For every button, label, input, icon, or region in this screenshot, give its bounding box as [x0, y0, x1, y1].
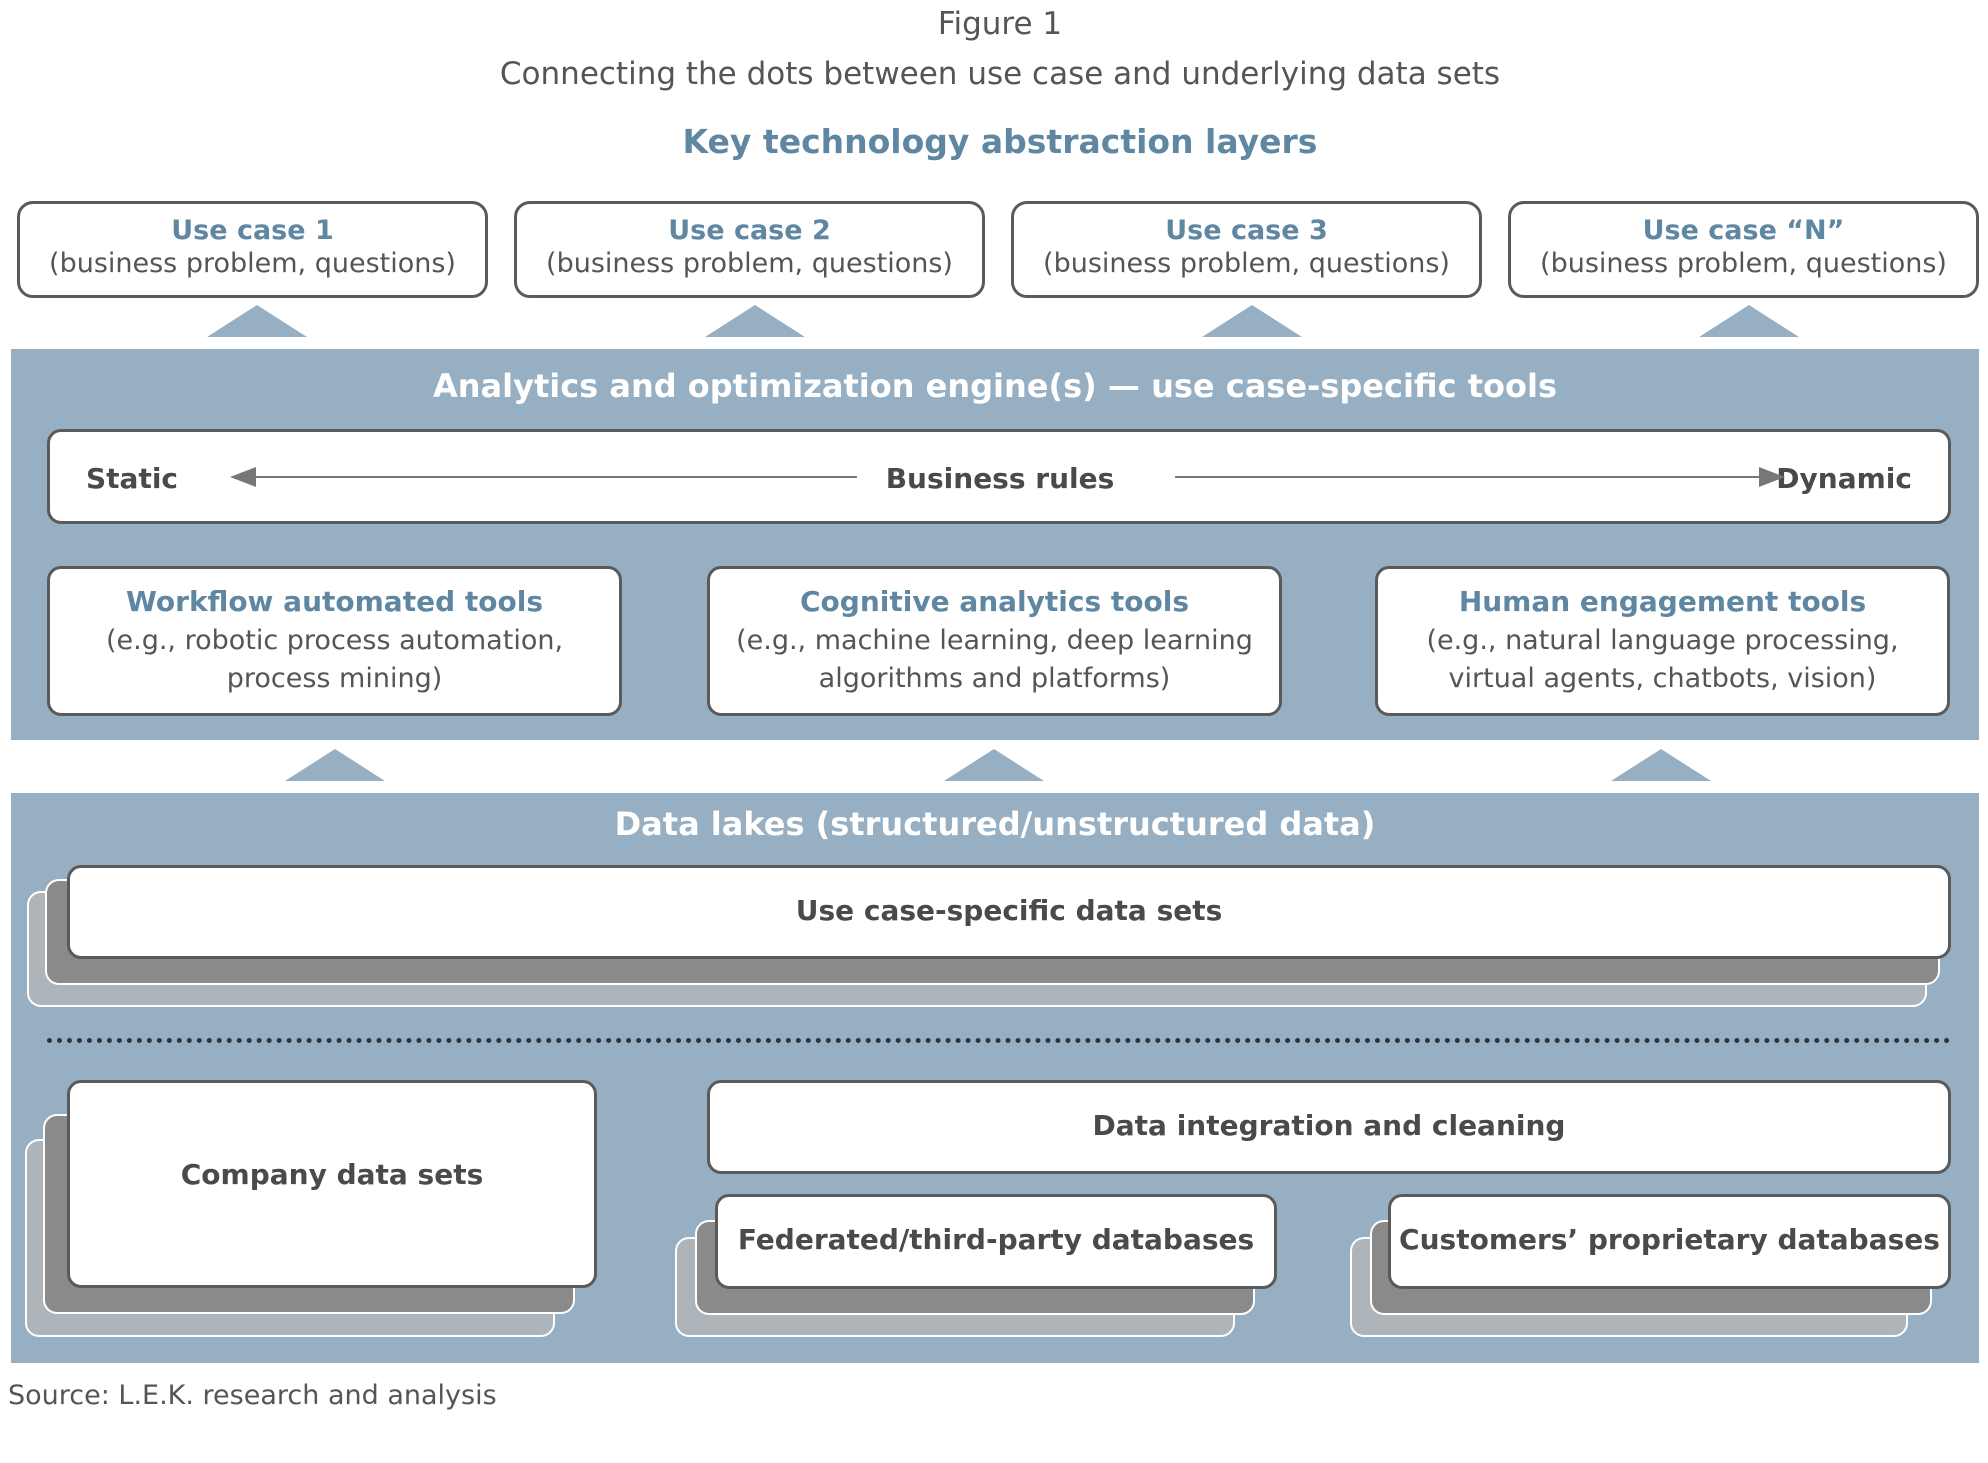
double-arrow-icon [230, 467, 1785, 487]
dotted-divider [47, 1038, 1951, 1043]
data-integration-box: Data integration and cleaning [707, 1080, 1951, 1174]
up-arrow-icon [944, 749, 1044, 781]
use-case-data-sets-box: Use case-specific data sets [67, 865, 1951, 959]
use-case-title: Use case 2 [668, 215, 831, 246]
source-note: Source: L.E.K. research and analysis [8, 1380, 497, 1411]
data-lakes-title: Data lakes (structured/unstructured data… [614, 805, 1376, 843]
tool-desc-line: process mining) [226, 663, 443, 694]
tool-desc-line: (e.g., machine learning, deep learning [736, 625, 1253, 656]
up-arrow-icon [1699, 305, 1799, 337]
dynamic-label: Dynamic [1776, 462, 1912, 495]
tool-title: Cognitive analytics tools [799, 585, 1190, 618]
data-integration-label: Data integration and cleaning [1092, 1109, 1566, 1142]
tool-title: Human engagement tools [1458, 585, 1867, 618]
use-case-desc: (business problem, questions) [49, 248, 456, 279]
use-case-title: Use case 3 [1165, 215, 1328, 246]
federated-databases-label: Federated/third-party databases [737, 1223, 1255, 1256]
tool-desc-line: virtual agents, chatbots, vision) [1448, 663, 1877, 694]
up-arrow-icon [1611, 749, 1711, 781]
use-case-3-box: Use case 3 (business problem, questions) [1011, 201, 1482, 298]
customers-databases-label: Customers’ proprietary databases [1399, 1223, 1940, 1256]
up-arrow-icon [285, 749, 385, 781]
up-arrow-icon [207, 305, 307, 337]
tool-desc-line: (e.g., robotic process automation, [105, 625, 564, 656]
company-data-sets-box: Company data sets [67, 1080, 597, 1288]
figure-label: Figure 1 [937, 6, 1063, 42]
up-arrow-icon [1202, 305, 1302, 337]
tool-title: Workflow automated tools [126, 585, 543, 618]
figure-title: Connecting the dots between use case and… [499, 56, 1501, 92]
use-case-desc: (business problem, questions) [1043, 248, 1450, 279]
use-case-n-box: Use case “N” (business problem, question… [1508, 201, 1979, 298]
use-case-data-sets-label: Use case-specific data sets [795, 894, 1223, 927]
use-case-2-box: Use case 2 (business problem, questions) [514, 201, 985, 298]
workflow-tools-box: Workflow automated tools (e.g., robotic … [47, 566, 622, 716]
business-rules-bar: Static Business rules Dynamic [47, 429, 1951, 524]
static-label: Static [86, 462, 179, 495]
figure-subtitle: Key technology abstraction layers [682, 122, 1318, 161]
customers-databases-box: Customers’ proprietary databases [1388, 1194, 1951, 1289]
analytics-title: Analytics and optimization engine(s) — u… [432, 367, 1558, 405]
use-case-title: Use case “N” [1642, 215, 1845, 246]
use-case-title: Use case 1 [171, 215, 334, 246]
federated-databases-box: Federated/third-party databases [715, 1194, 1277, 1289]
company-data-sets-label: Company data sets [180, 1158, 484, 1191]
use-case-1-box: Use case 1 (business problem, questions) [17, 201, 488, 298]
cognitive-tools-box: Cognitive analytics tools (e.g., machine… [707, 566, 1282, 716]
up-arrow-icon [705, 305, 805, 337]
use-case-desc: (business problem, questions) [546, 248, 953, 279]
human-engagement-tools-box: Human engagement tools (e.g., natural la… [1375, 566, 1950, 716]
tool-desc-line: algorithms and platforms) [818, 663, 1171, 694]
tool-desc-line: (e.g., natural language processing, [1426, 625, 1899, 656]
use-case-desc: (business problem, questions) [1540, 248, 1947, 279]
business-rules-label: Business rules [885, 462, 1115, 495]
